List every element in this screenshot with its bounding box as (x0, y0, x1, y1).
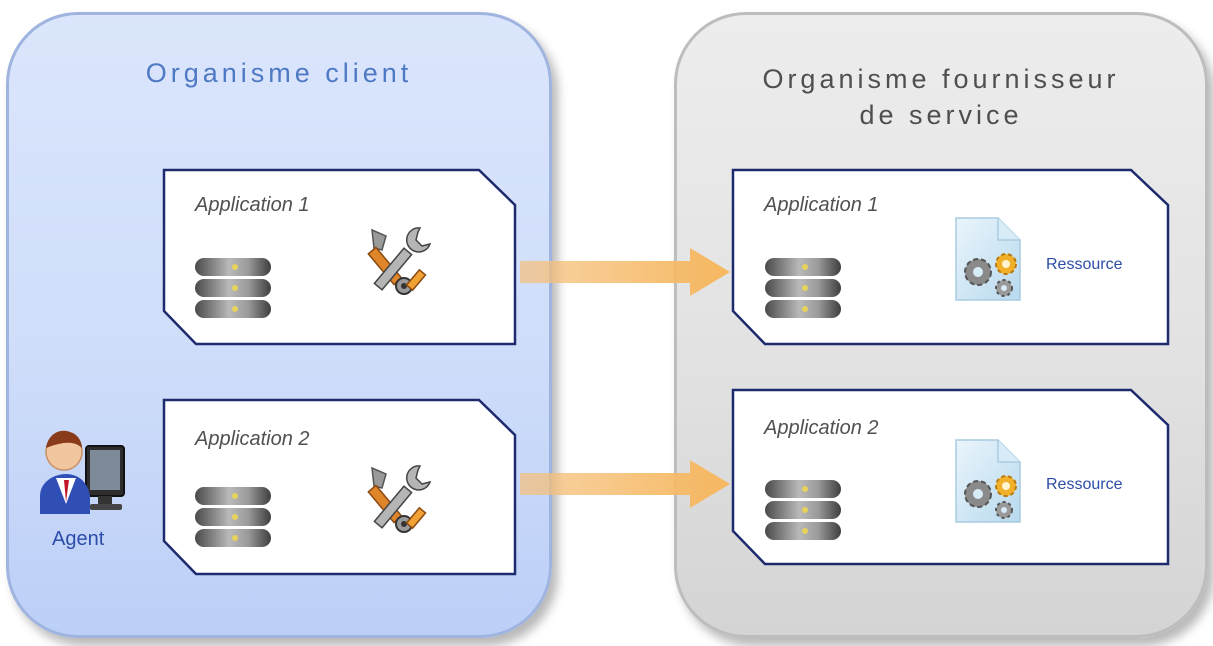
server-icon (763, 256, 843, 320)
client-zone-title: Organisme client (145, 58, 413, 88)
provider-application-box (731, 388, 1170, 566)
client-application-label: Application 2 (195, 428, 310, 450)
wrench-screwdriver-icon (358, 222, 438, 302)
server-icon (763, 478, 843, 542)
wrench-screwdriver-icon (358, 460, 438, 540)
provider-application-box (731, 168, 1170, 346)
provider-application-label: Application 1 (764, 194, 879, 216)
resource-label: Ressource (1046, 256, 1123, 273)
right-arrow-icon (520, 460, 730, 508)
resource-label: Ressource (1046, 476, 1123, 493)
user-computer-icon (40, 430, 125, 514)
document-gears-icon (938, 214, 1028, 304)
server-icon (193, 485, 273, 549)
server-icon (193, 256, 273, 320)
right-arrow-icon (520, 248, 730, 296)
document-gears-icon (938, 436, 1028, 526)
provider-zone-title: Organisme fournisseur de service (762, 64, 1120, 130)
provider-application-label: Application 2 (764, 417, 879, 439)
agent-label: Agent (52, 528, 105, 550)
client-application-label: Application 1 (195, 194, 310, 216)
